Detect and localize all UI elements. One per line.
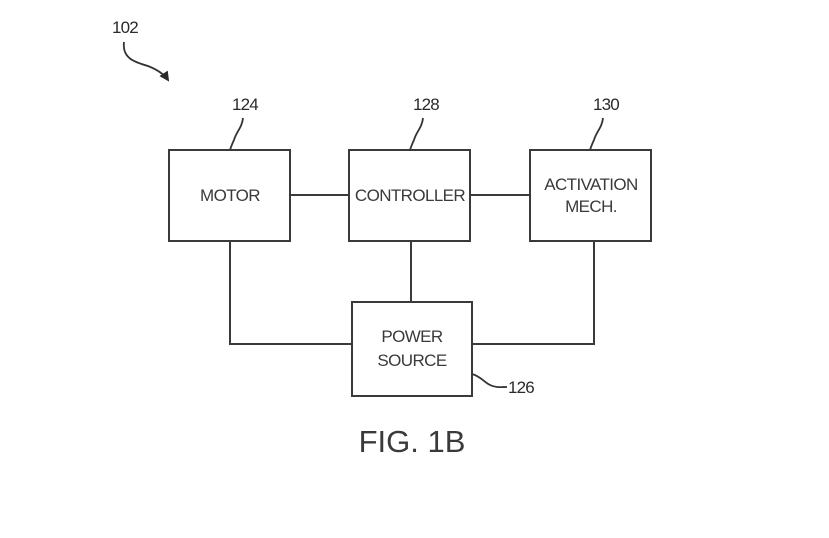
power-source-reference-number: 126 [508, 378, 534, 397]
figure-caption: FIG. 1B [359, 424, 466, 459]
motor-block: MOTOR 124 [168, 95, 291, 242]
motor-reference-number: 124 [232, 95, 258, 114]
wire-motor-power [229, 241, 352, 345]
activation-mechanism-label-line2: MECH. [565, 197, 617, 216]
controller-reference-number: 128 [413, 95, 439, 114]
motor-leader-line [229, 117, 244, 151]
controller-block: CONTROLLER 128 [348, 95, 471, 242]
activation-mechanism-reference-number: 130 [593, 95, 619, 114]
motor-box [168, 149, 291, 242]
controller-box [348, 149, 471, 242]
activation-mechanism-box [529, 149, 652, 242]
power-source-leader-line [471, 373, 508, 389]
activation-mechanism-block: ACTIVATION MECH. 130 [529, 95, 652, 242]
figure-reference-number: 102 [112, 18, 138, 37]
power-source-box [351, 301, 473, 397]
figure-reference-arrow [122, 41, 170, 82]
activation-mechanism-label-line1: ACTIVATION [544, 175, 638, 194]
controller-label: CONTROLLER [355, 186, 466, 205]
controller-leader-line [409, 117, 424, 151]
power-source-label-line2: SOURCE [377, 351, 446, 370]
power-source-block: POWER SOURCE 126 [351, 301, 535, 397]
activation-mechanism-leader-line [589, 117, 604, 151]
wire-activation-power [472, 241, 595, 345]
power-source-label-line1: POWER [381, 327, 443, 346]
motor-label: MOTOR [200, 186, 260, 205]
